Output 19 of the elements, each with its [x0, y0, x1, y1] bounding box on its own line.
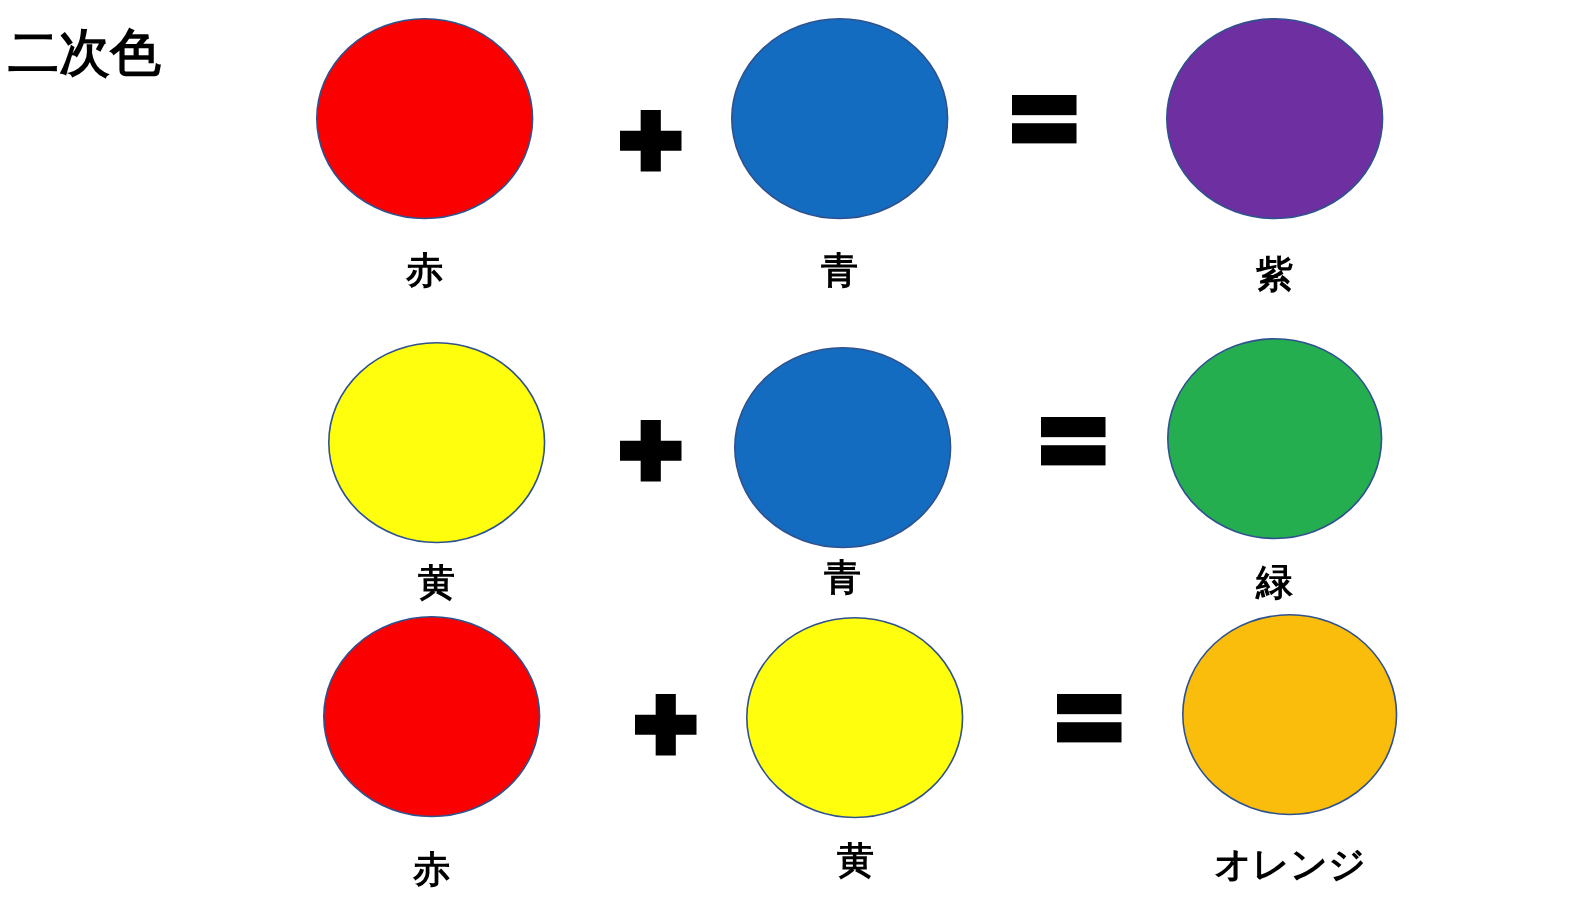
color-name-label: 紫: [1255, 255, 1293, 293]
color-name-label: 青: [821, 251, 859, 289]
color-circle: [322, 616, 541, 818]
color-name-label: 赤: [406, 251, 443, 289]
color-name-label: 黄: [418, 564, 456, 602]
color-circle: [1181, 614, 1398, 816]
color-circle: [746, 617, 964, 819]
color-name-label: 黄: [836, 841, 874, 879]
title: 二次色: [8, 27, 162, 79]
color-circle: [731, 18, 949, 220]
color-name-label: オレンジ: [1213, 845, 1366, 883]
color-circle: [327, 342, 546, 544]
color-circle: [315, 18, 534, 220]
color-circle: [1165, 18, 1384, 220]
color-circle: [734, 347, 952, 549]
color-name-label: 赤: [413, 850, 451, 888]
color-circle: [1166, 338, 1383, 540]
color-name-label: 青: [824, 559, 862, 597]
color-name-label: 緑: [1255, 564, 1293, 602]
